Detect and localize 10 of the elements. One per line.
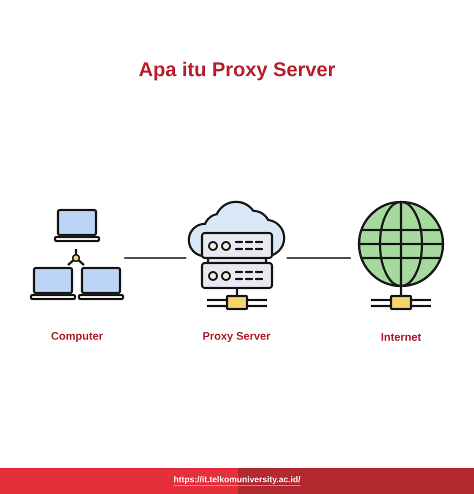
cloud-server-icon: [188, 200, 286, 310]
laptop-network-icon: [30, 208, 124, 300]
icon-caption: Computer: [51, 332, 103, 342]
url-link: https://it.telkomuniversity.ac.id/: [173, 476, 301, 486]
icon-caption: Internet: [382, 333, 422, 341]
globe-icon: [358, 200, 444, 310]
title: Apa itu Proxy Server: [139, 62, 336, 80]
connector-line: [286, 257, 351, 259]
connector-line: [124, 257, 186, 259]
icon-caption: Proxy Server: [203, 332, 270, 342]
